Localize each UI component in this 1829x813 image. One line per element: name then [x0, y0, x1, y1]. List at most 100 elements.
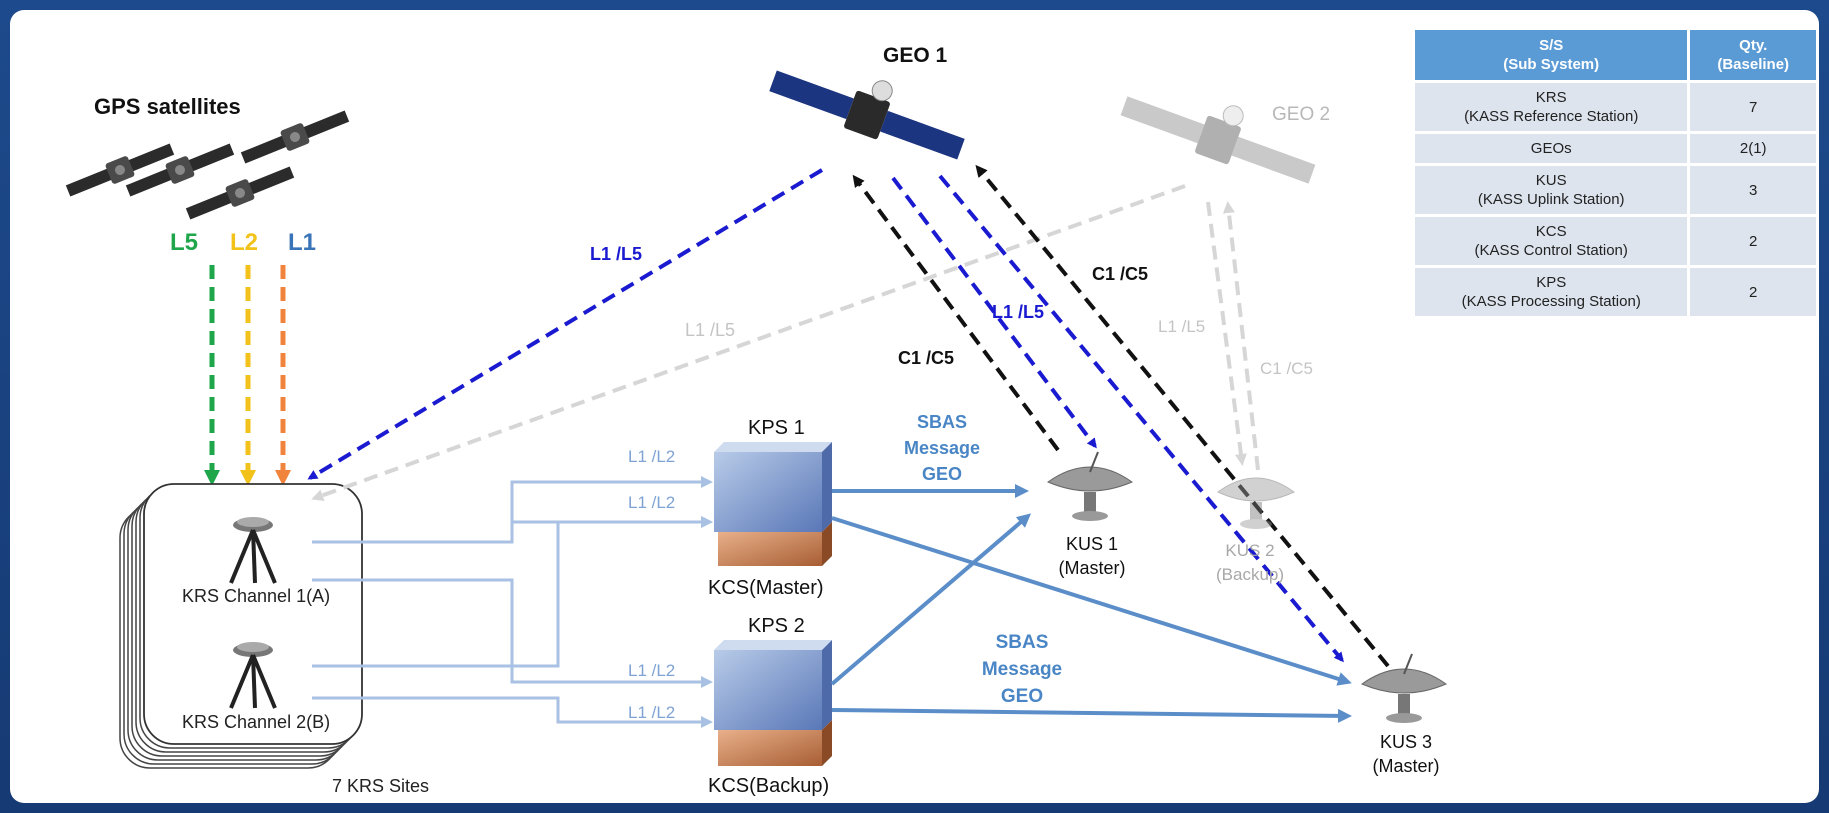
table-cell-subsystem: KUS(KASS Uplink Station): [1415, 166, 1688, 214]
sbas2-line1: SBAS: [996, 632, 1049, 653]
row-name: GEOs: [1530, 140, 1572, 157]
kass-architecture-diagram: GPS satellites L5 L2 L1 KRS Channel 1(A): [65, 44, 1448, 797]
l1l2-label-c: L1 /L2: [628, 661, 675, 680]
row-name: KRS: [1535, 89, 1567, 106]
row-desc: (KASS Processing Station): [1461, 293, 1641, 310]
table-row: KRS (KASS Reference Station) 7: [1415, 83, 1816, 131]
header-subsystem-subtitle: (Sub System): [1503, 56, 1600, 73]
kus3-to-geo1-uplink: [975, 164, 1390, 668]
table-header-qty: Qty. (Baseline): [1690, 30, 1816, 80]
krs-a-to-kps1-link-2: [312, 516, 713, 544]
row-name: KUS: [1535, 172, 1567, 189]
header-qty-subtitle: (Baseline): [1717, 56, 1790, 73]
gps-satellite-icon: [125, 143, 235, 197]
sbas1-line2: Message: [904, 438, 980, 458]
table-cell-subsystem: KCS (KASS Control Station): [1415, 217, 1688, 265]
table-row: KCS (KASS Control Station) 2: [1415, 217, 1816, 265]
kcs-backup-server-icon: [718, 720, 832, 766]
l1l2-label-d: L1 /L2: [628, 703, 675, 722]
kus2-role: (Backup): [1216, 565, 1284, 584]
table-cell-qty: 3: [1690, 166, 1816, 214]
kus1-name: KUS 1: [1066, 534, 1118, 554]
geo2-satellite-icon: [1120, 96, 1316, 184]
sbas2-line2: Message: [982, 659, 1062, 680]
gnss-receiver-icon: [229, 517, 277, 584]
l1l5-geo2-krs-label: L1 /L5: [685, 320, 735, 340]
kus3-dish-icon: [1360, 653, 1448, 723]
kcs-master-label: KCS(Master): [708, 577, 824, 599]
krs-channel-a-label: KRS Channel 1(A): [182, 586, 330, 606]
row-name: KCS: [1535, 223, 1567, 240]
gps-satellite-icon: [240, 110, 350, 164]
table-cell-qty: 2(1): [1690, 134, 1816, 163]
table-cell-qty: 2: [1690, 268, 1816, 316]
krs-b-to-kps2-link: [312, 696, 713, 728]
l1l2-label-a: L1 /L2: [628, 447, 675, 466]
gps-satellite-icon: [185, 166, 295, 220]
kus1-to-geo1-uplink: [852, 174, 1060, 452]
table-header-subsystem: S/S (Sub System): [1415, 30, 1688, 80]
geo1-to-kus1-downlink: [891, 176, 1097, 449]
geo1-label: GEO 1: [883, 44, 948, 67]
krs-b-to-kps1-link: [312, 516, 713, 668]
kus2-dish-icon: [1217, 477, 1295, 529]
table-cell-subsystem: KPS (KASS Processing Station): [1415, 268, 1688, 316]
krs-sites-stack: [119, 483, 363, 769]
diagram-canvas: GPS satellites L5 L2 L1 KRS Channel 1(A): [10, 10, 1819, 803]
krs-a-to-kps2-link: [312, 578, 713, 688]
geo2-label: GEO 2: [1272, 104, 1330, 125]
kus1-dish-icon: [1046, 451, 1134, 521]
table-row: KUS(KASS Uplink Station) 3: [1415, 166, 1816, 214]
krs-channel-b-label: KRS Channel 2(B): [182, 712, 330, 732]
geo1-to-kus3-downlink: [938, 174, 1344, 663]
kus2-name: KUS 2: [1225, 541, 1274, 560]
l5-label: L5: [170, 229, 198, 256]
c1c5-kus3-label: C1 /C5: [1092, 264, 1148, 284]
row-name: KPS: [1536, 274, 1567, 291]
kus2-to-geo2-uplink: [1222, 201, 1260, 471]
table-cell-subsystem: KRS (KASS Reference Station): [1415, 83, 1688, 131]
kus3-role: (Master): [1373, 756, 1440, 776]
c1c5-kus1-label: C1 /C5: [898, 348, 954, 368]
table-row: GEOs 2(1): [1415, 134, 1816, 163]
kus3-name: KUS 3: [1380, 732, 1432, 752]
table-cell-qty: 7: [1690, 83, 1816, 131]
kcs-master-server-icon: [718, 522, 832, 566]
kps2-to-kus1-sbas-link: [830, 513, 1032, 686]
kps2-label: KPS 2: [748, 615, 805, 637]
kcs-backup-label: KCS(Backup): [708, 775, 829, 797]
l1-label: L1: [288, 229, 316, 256]
sbas1-line3: GEO: [922, 464, 962, 484]
c1c5-geo2-label: C1 /C5: [1260, 359, 1313, 378]
geo2-to-krs-link: [311, 184, 1186, 501]
kps1-label: KPS 1: [748, 417, 805, 439]
kps2-to-kus3-sbas-link: [831, 708, 1352, 723]
l1l5-geo1-krs-label: L1 /L5: [590, 244, 642, 264]
row-desc: (KASS Control Station): [1474, 242, 1628, 259]
krs-sites-label: 7 KRS Sites: [332, 776, 429, 796]
table-row: KPS (KASS Processing Station) 2: [1415, 268, 1816, 316]
kps1-server-icon: [714, 442, 832, 532]
l1l5-kus1-label: L1 /L5: [992, 302, 1044, 322]
gnss-receiver-icon: [229, 642, 277, 709]
geo2-to-kus2-downlink: [1206, 201, 1247, 466]
geo1-satellite-icon: [769, 70, 965, 160]
gps-satellites-title: GPS satellites: [94, 94, 241, 119]
kus1-role: (Master): [1059, 558, 1126, 578]
kps2-server-icon: [714, 640, 832, 730]
header-subsystem-title: S/S: [1539, 37, 1564, 54]
table-cell-qty: 2: [1690, 217, 1816, 265]
l1l5-geo2-kus2-label: L1 /L5: [1158, 317, 1205, 336]
subsystem-table: S/S (Sub System) Qty. (Baseline) KRS (KAS…: [1412, 27, 1819, 319]
row-desc: (KASS Reference Station): [1464, 108, 1639, 125]
sbas-message-label-2: SBAS Message GEO: [982, 632, 1062, 707]
table-header-row: S/S (Sub System) Qty. (Baseline): [1415, 30, 1816, 80]
kps1-to-kus3-sbas-link: [831, 516, 1352, 686]
sbas-message-label-1: SBAS Message GEO: [904, 412, 980, 484]
sbas1-line1: SBAS: [917, 412, 967, 432]
sbas2-line3: GEO: [1001, 686, 1043, 707]
table-cell-subsystem: GEOs: [1415, 134, 1688, 163]
l2-label: L2: [230, 229, 258, 256]
gps-satellite-icon: [65, 143, 175, 197]
